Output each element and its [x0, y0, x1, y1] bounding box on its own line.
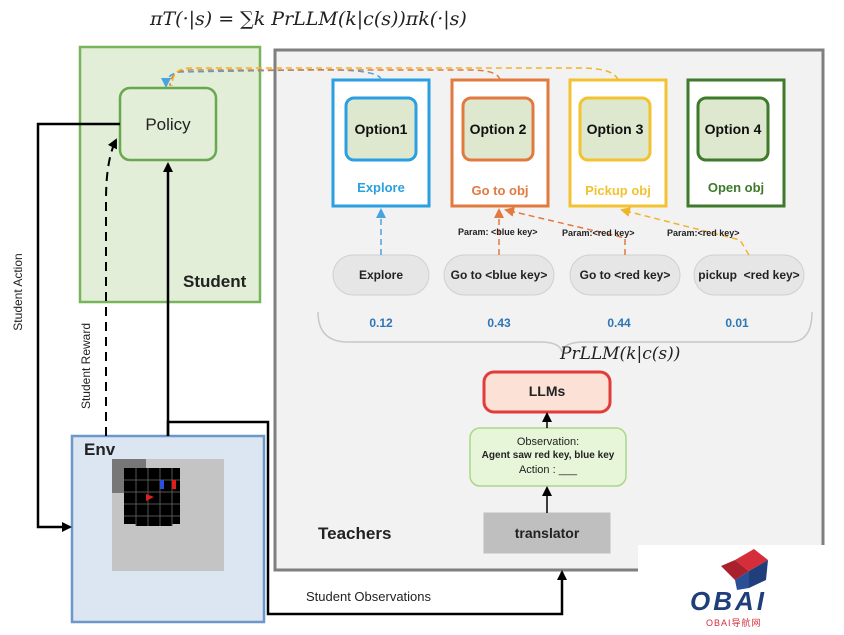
- student-title: Student: [183, 272, 247, 291]
- option1-caption: Explore: [357, 180, 405, 195]
- option3-caption: Pickup obj: [585, 183, 651, 198]
- pickup-red-to-option3-arrow: [620, 207, 750, 256]
- option3-to-policy-dashed: [171, 67, 619, 87]
- student-action-arrow: [36, 122, 120, 532]
- prob-value-4: 0.01: [725, 316, 749, 330]
- student-observations-label: Student Observations: [306, 589, 432, 604]
- option1-inner: [344, 96, 418, 162]
- option2-inner: [461, 96, 535, 162]
- student-action-label: Student Action: [11, 253, 25, 331]
- llm-probability-formula: PrLLM(k|c(s)): [560, 344, 681, 364]
- option2-caption: Go to obj: [471, 183, 529, 198]
- candidate-label-2: Go to <blue key>: [450, 268, 548, 282]
- prob-value-2: 0.43: [487, 316, 511, 330]
- prob-value-3: 0.44: [607, 316, 631, 330]
- llms-label: LLMs: [528, 383, 566, 399]
- student-reward-arrow: [105, 138, 117, 436]
- candidate-label-1: Explore: [358, 268, 403, 282]
- option3-label: Option 3: [586, 121, 644, 137]
- option2-label: Option 2: [469, 121, 527, 137]
- prob-bracket: [317, 311, 813, 353]
- option3-inner: [578, 96, 652, 162]
- option1-label: Option1: [354, 121, 408, 137]
- option4-inner: [696, 96, 770, 162]
- option4-caption: Open obj: [707, 180, 765, 195]
- candidate-label-3: Go to <red key>: [579, 268, 671, 282]
- param-label-3: Param:<red key>: [667, 228, 740, 238]
- translator-label: translator: [514, 525, 580, 541]
- policy-formula: πT(·|s) = ∑k PrLLM(k|c(s))πk(·|s): [150, 8, 467, 30]
- option4-label: Option 4: [704, 121, 762, 137]
- student-reward-label: Student Reward: [79, 322, 93, 410]
- candidate-label-4: pickup <red key>: [698, 268, 800, 282]
- watermark-logo-text: OBAI: [690, 586, 767, 616]
- translator-box: [483, 512, 611, 554]
- prob-value-1: 0.12: [369, 316, 393, 330]
- env-title: Env: [84, 440, 116, 459]
- param-label-2: Param:<red key>: [562, 228, 635, 238]
- gridworld-image: [112, 459, 224, 571]
- observation-content: Agent saw red key, blue key: [481, 450, 615, 461]
- option2-to-policy-dashed: [169, 69, 501, 87]
- teachers-title: Teachers: [318, 524, 392, 543]
- student-observations-arrow: [166, 420, 567, 616]
- policy-label: Policy: [145, 115, 191, 134]
- param-label-1: Param: <blue key>: [458, 227, 538, 237]
- watermark-sub-text: OBAI导航网: [706, 618, 762, 628]
- observation-action: Action : ___: [518, 464, 578, 476]
- observation-title: Observation:: [516, 436, 580, 448]
- formula-text: πT(·|s) = ∑k PrLLM(k|c(s))πk(·|s): [150, 8, 467, 30]
- goto-red-to-option2-arrow: [504, 206, 626, 255]
